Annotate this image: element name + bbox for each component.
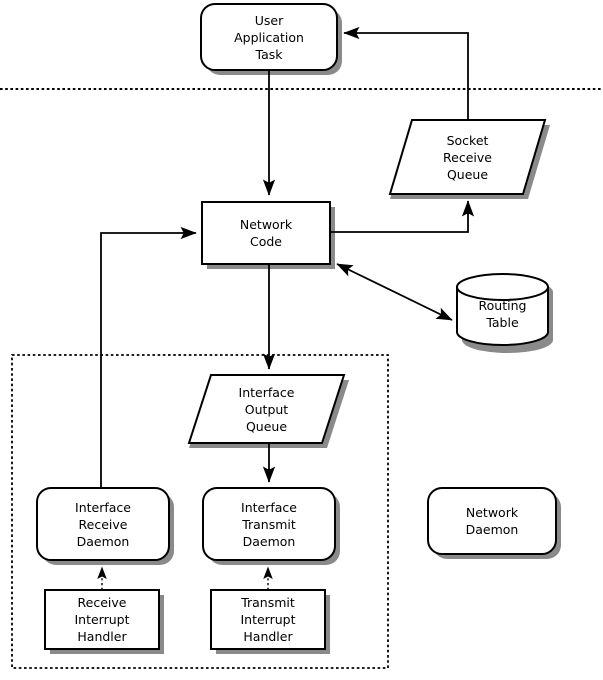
connector-layer [97, 26, 475, 590]
node-interface-receive-daemon[interactable] [36, 487, 170, 561]
node-network-daemon[interactable] [427, 487, 557, 555]
connector-socket-queue-to-user-task[interactable] [343, 26, 469, 120]
node-transmit-interrupt-handler[interactable] [210, 589, 326, 650]
connector-network-code-to-socket-queue[interactable] [330, 200, 475, 233]
connector-network-code-routing-table[interactable] [336, 263, 453, 321]
node-socket-receive-queue[interactable] [388, 119, 547, 195]
node-network-code[interactable] [201, 201, 331, 265]
node-receive-interrupt-handler[interactable] [44, 589, 160, 650]
node-interface-output-queue[interactable] [187, 374, 346, 444]
connector-receive-daemon-to-network-code[interactable] [100, 226, 197, 488]
node-interface-transmit-daemon[interactable] [202, 487, 336, 561]
driver-boundary [11, 354, 389, 669]
node-routing-table[interactable] [456, 273, 549, 346]
node-shape-layer [36, 3, 557, 650]
node-user-application-task[interactable] [200, 3, 338, 71]
